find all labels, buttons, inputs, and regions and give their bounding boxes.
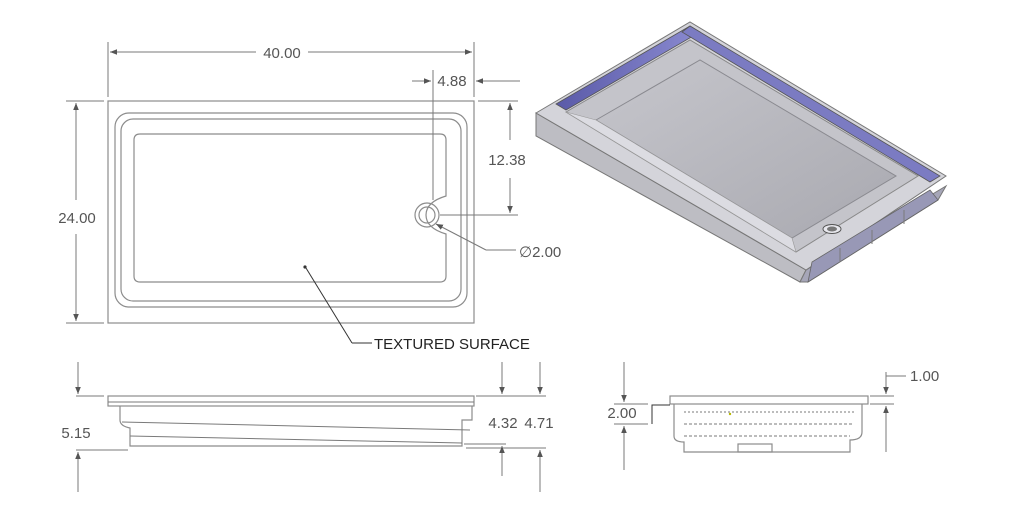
top-view [107, 100, 475, 324]
dim-label-height-mid: 4.32 [488, 415, 517, 432]
dim-label-height-rear: 4.71 [524, 415, 553, 432]
textured-floor [133, 133, 447, 283]
side-drain-body [737, 443, 773, 453]
dim-label-width: 40.00 [263, 45, 301, 62]
dim-overall-width: 40.00 [107, 42, 475, 97]
inner-basin-outline [114, 112, 468, 308]
front-rim [107, 395, 475, 407]
inner-basin-wall [120, 118, 462, 302]
dim-side-height: 2.00 [607, 362, 648, 470]
outer-flange [107, 100, 475, 324]
side-body [673, 404, 863, 453]
dim-label-drain-x: 4.88 [437, 73, 466, 90]
dim-height-rear: 4.71 [524, 362, 554, 492]
dim-rim-height: 1.00 [870, 368, 939, 452]
side-rim [669, 395, 869, 405]
side-view [651, 395, 869, 453]
dim-height-mid: 4.32 [464, 362, 546, 476]
dim-height-front: 5.15 [61, 362, 128, 492]
dim-label-rim-height: 1.00 [910, 368, 939, 385]
dim-label-side-height: 2.00 [607, 405, 636, 422]
dim-drain-offset-y: 12.38 [440, 100, 526, 216]
side-flange-lip [651, 404, 670, 424]
drain-inner-circle [418, 206, 436, 224]
dim-overall-depth: 24.00 [58, 100, 104, 324]
dim-label-drain-diameter: ∅2.00 [519, 244, 561, 261]
dim-label-height-front: 5.15 [61, 425, 90, 442]
surface-point-marker [303, 265, 307, 269]
drain-outer-circle [414, 202, 440, 228]
dim-drain-diameter: ∅2.00 [435, 223, 561, 261]
isometric-view [535, 21, 948, 283]
front-body [119, 406, 473, 447]
front-view [107, 395, 475, 447]
dim-drain-offset-x: 4.88 [412, 70, 520, 200]
note-textured-surface: TEXTURED SURFACE [305, 267, 530, 353]
dim-label-depth: 24.00 [58, 210, 96, 227]
dim-label-drain-y: 12.38 [488, 152, 526, 169]
surface-note-label: TEXTURED SURFACE [374, 336, 530, 353]
